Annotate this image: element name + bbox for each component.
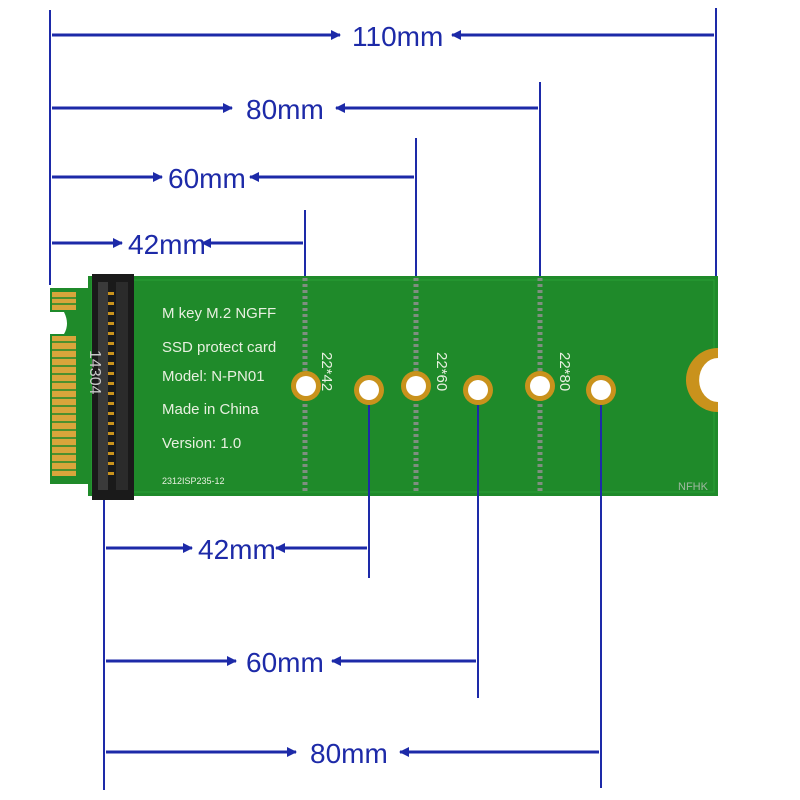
top-extension-lines [49, 8, 717, 285]
top-dimension-arrows [52, 30, 714, 248]
size-label-2280: 22*80 [556, 352, 573, 391]
bottom-dimension-label-60: 60mm [246, 647, 324, 678]
board-serial: 2312ISP235-12 [162, 476, 225, 486]
key-notch [50, 312, 67, 334]
connector-code: 14304 [86, 350, 103, 395]
bottom-dimension-arrows [106, 543, 599, 757]
size-label-2260: 22*60 [433, 352, 450, 391]
board-line-3: Model: N-PN01 [162, 368, 265, 385]
board-line-2: SSD protect card [162, 339, 276, 356]
board-line-1: M key M.2 NGFF [162, 305, 276, 322]
board-line-5: Version: 1.0 [162, 435, 241, 452]
mounting-holes [291, 348, 718, 412]
dimension-label-42: 42mm [128, 229, 206, 260]
bottom-extension-lines [103, 405, 602, 790]
board-line-4: Made in China [162, 401, 259, 418]
m2-socket: 14304 [86, 274, 134, 500]
size-label-2242: 22*42 [318, 352, 335, 391]
bottom-dimension-label-80: 80mm [310, 738, 388, 769]
m2-adapter-board: 14304 M key M.2 NGFF SSD protect card Mo… [50, 274, 718, 500]
dimension-label-80: 80mm [246, 94, 324, 125]
dimension-label-60: 60mm [168, 163, 246, 194]
brand-mark: NFHK [678, 481, 709, 493]
bottom-dimension-label-42: 42mm [198, 534, 276, 565]
dimension-label-110: 110mm [352, 21, 443, 52]
